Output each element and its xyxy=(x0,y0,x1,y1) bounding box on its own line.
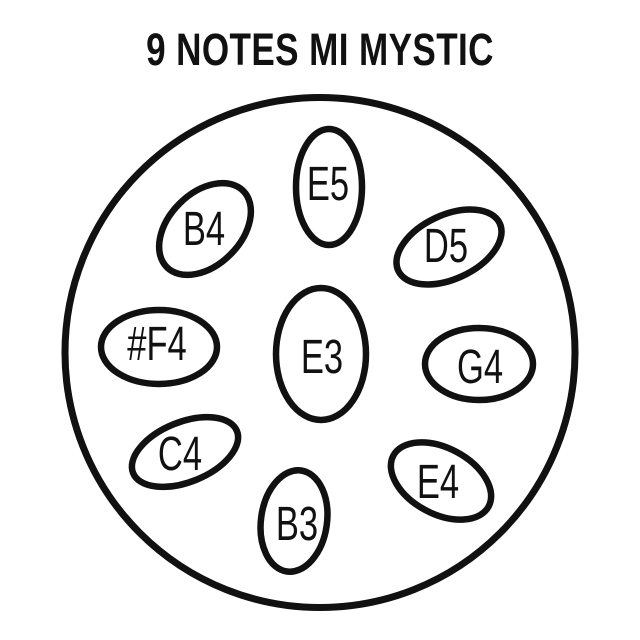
note-e3: E3 xyxy=(272,284,370,424)
note-d5: D5 xyxy=(393,206,505,288)
note-e4: E4 xyxy=(387,439,495,523)
note-d5-ellipse xyxy=(393,206,505,288)
note-c4-label: C4 xyxy=(158,426,202,480)
note-c4-ellipse xyxy=(128,413,242,491)
note-fsharp4: #F4 xyxy=(97,306,221,388)
page-title: 9 NOTES MI MYSTIC xyxy=(146,24,494,75)
note-b3: B3 xyxy=(257,467,331,575)
note-e4-ellipse xyxy=(387,439,495,523)
note-d5-label: D5 xyxy=(424,218,468,272)
note-b3-label: B3 xyxy=(276,496,318,550)
note-b4: B4 xyxy=(155,179,255,279)
note-e5-label: E5 xyxy=(307,156,349,210)
note-e4-label: E4 xyxy=(417,454,459,508)
note-e3-ellipse xyxy=(272,284,370,424)
note-e5-ellipse xyxy=(292,125,366,249)
note-fsharp4-label: #F4 xyxy=(127,316,187,370)
note-fsharp4-ellipse xyxy=(97,306,221,388)
note-g4: G4 xyxy=(421,324,537,404)
note-b3-ellipse xyxy=(257,467,331,575)
note-b4-ellipse xyxy=(155,179,255,279)
note-e5: E5 xyxy=(292,125,366,249)
note-c4: C4 xyxy=(128,413,242,491)
note-g4-ellipse xyxy=(421,324,537,404)
note-e3-label: E3 xyxy=(301,329,343,383)
note-b4-label: B4 xyxy=(183,201,225,255)
note-g4-label: G4 xyxy=(457,339,503,393)
drum-rim xyxy=(61,94,579,611)
